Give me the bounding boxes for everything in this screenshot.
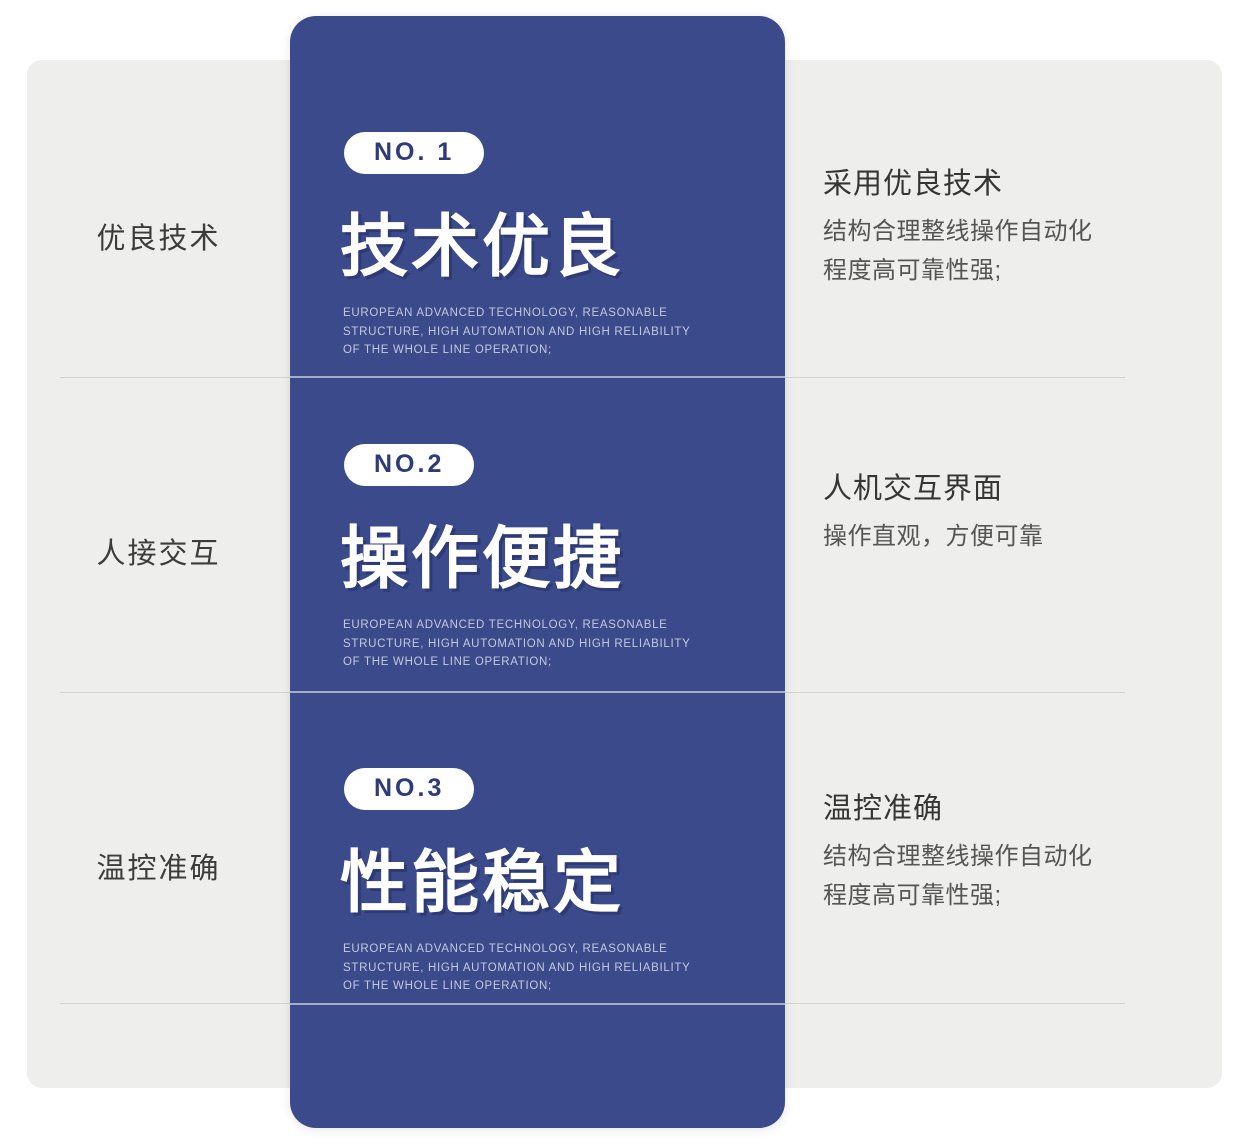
subtitle-3-line-1: EUROPEAN ADVANCED TECHNOLOGY, REASONABLE: [343, 943, 668, 955]
right-block-3-line-2: 程度高可靠性强;: [823, 881, 1002, 909]
headline-3: 性能稳定: [340, 844, 625, 923]
subtitle-3: EUROPEAN ADVANCED TECHNOLOGY, REASONABLE…: [343, 940, 743, 996]
left-label-row-1: 优良技术: [96, 223, 221, 255]
headline-1: 技术优良: [340, 208, 625, 287]
badge-no-1: NO. 1: [344, 132, 485, 174]
left-label-row-3: 温控准确: [96, 853, 221, 885]
right-block-3-line-1: 结构合理整线操作自动化: [823, 843, 1093, 870]
right-block-2: 人机交互界面 操作直观，方便可靠: [823, 465, 1213, 557]
subtitle-1-line-2: STRUCTURE, HIGH AUTOMATION AND HIGH RELI…: [343, 325, 691, 338]
subtitle-2-line-3: OF THE WHOLE LINE OPERATION;: [343, 656, 552, 669]
right-block-3: 温控准确 结构合理整线操作自动化 程度高可靠性强;: [823, 785, 1213, 916]
right-block-1-line-1: 结构合理整线操作自动化: [823, 218, 1093, 245]
center-feature-card: NO. 1 技术优良 EUROPEAN ADVANCED TECHNOLOGY,…: [290, 16, 785, 1128]
right-block-3-title: 温控准确: [823, 793, 944, 825]
subtitle-3-line-2: STRUCTURE, HIGH AUTOMATION AND HIGH RELI…: [343, 961, 691, 974]
subtitle-2-line-1: EUROPEAN ADVANCED TECHNOLOGY, REASONABLE: [343, 619, 668, 631]
right-block-1-title: 采用优良技术: [823, 168, 1004, 200]
right-description-column: 采用优良技术 结构合理整线操作自动化 程度高可靠性强; 人机交互界面 操作直观，…: [785, 60, 1222, 1088]
right-block-2-line-1: 操作直观，方便可靠: [823, 523, 1044, 550]
card-separator-2: [290, 691, 785, 693]
subtitle-1: EUROPEAN ADVANCED TECHNOLOGY, REASONABLE…: [343, 304, 743, 360]
subtitle-3-line-3: OF THE WHOLE LINE OPERATION;: [343, 980, 552, 993]
badge-no-2: NO.2: [344, 444, 475, 486]
card-separator-1: [290, 376, 785, 378]
subtitle-2: EUROPEAN ADVANCED TECHNOLOGY, REASONABLE…: [343, 616, 743, 672]
subtitle-1-line-1: EUROPEAN ADVANCED TECHNOLOGY, REASONABLE: [343, 307, 668, 319]
right-block-1: 采用优良技术 结构合理整线操作自动化 程度高可靠性强;: [823, 160, 1213, 291]
subtitle-2-line-2: STRUCTURE, HIGH AUTOMATION AND HIGH RELI…: [343, 637, 691, 650]
subtitle-1-line-3: OF THE WHOLE LINE OPERATION;: [343, 344, 552, 357]
headline-2: 操作便捷: [340, 520, 625, 599]
card-separator-3: [290, 1003, 785, 1005]
left-label-row-2: 人接交互: [96, 538, 221, 570]
right-block-1-line-2: 程度高可靠性强;: [823, 256, 1002, 284]
right-block-2-title: 人机交互界面: [823, 473, 1004, 505]
badge-no-3: NO.3: [344, 768, 475, 810]
left-label-column: 优良技术 人接交互 温控准确: [27, 60, 290, 1088]
